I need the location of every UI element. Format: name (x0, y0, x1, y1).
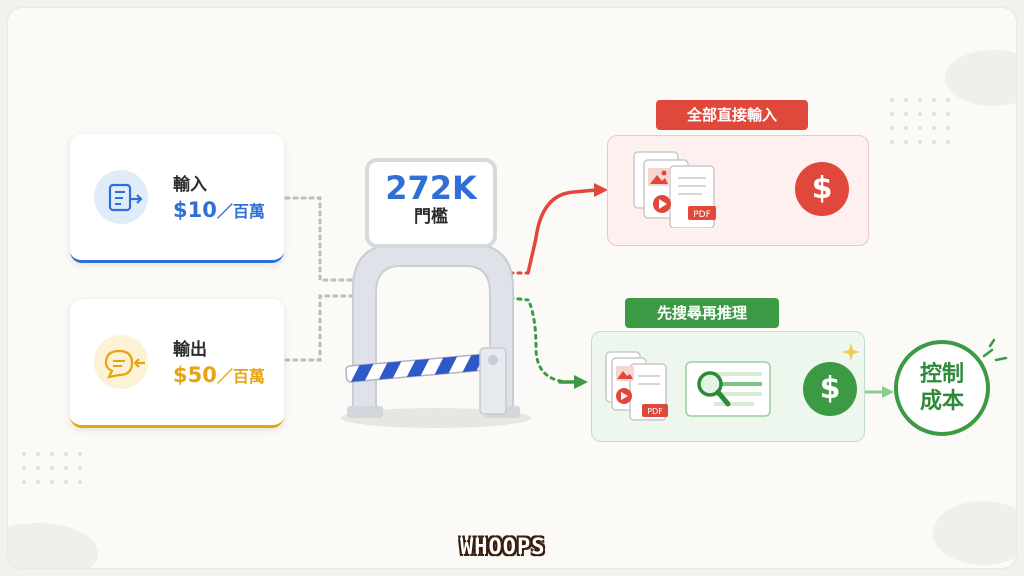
connector-layer (8, 50, 1016, 568)
play-icon (653, 195, 671, 213)
output-connector (284, 294, 355, 362)
file-stack-icon: PDF (605, 351, 668, 421)
input-price-card: 輸入 $10／百萬 (70, 134, 284, 263)
dollar-coin-icon: $ (803, 362, 857, 416)
input-label: 輸入 (173, 175, 207, 195)
result-line-1: 控制 (919, 362, 964, 387)
emphasis-lines-icon (982, 338, 1008, 362)
image-icon (616, 366, 634, 381)
cloud-decoration (8, 523, 98, 568)
boom-gate-icon (341, 243, 531, 428)
document-arrow-icon (94, 170, 148, 224)
threshold-value: 272K (385, 169, 477, 207)
dollar-coin-icon: $ (795, 162, 849, 216)
chat-arrow-icon (94, 335, 148, 389)
dot-grid-top-right (890, 98, 950, 144)
output-price-value: $50 (173, 363, 217, 387)
search-path-tag: 先搜尋再推理 (625, 298, 779, 328)
result-line-2: 成本 (919, 389, 964, 414)
input-connector (284, 196, 355, 282)
control-cost-badge: 控制 成本 (894, 340, 990, 436)
direct-path-arrow (526, 188, 598, 275)
pdf-badge: PDF (693, 210, 711, 220)
sparkle-icon (842, 343, 860, 361)
direct-path-tag: 全部直接輸入 (656, 100, 808, 130)
dot-grid-bottom-left (22, 452, 82, 484)
input-price-value: $10 (173, 198, 217, 222)
image-icon (648, 168, 670, 186)
pdf-icon (642, 404, 668, 417)
file-stack-icon: PDF (633, 151, 716, 228)
threshold-box: 272K 門檻 (365, 158, 497, 248)
output-label: 輸出 (173, 340, 207, 360)
pdf-icon (688, 206, 716, 220)
brand-logo: WHOOPS (460, 535, 546, 560)
output-price-card: 輸出 $50／百萬 (70, 299, 284, 428)
output-price-unit: ／百萬 (216, 367, 265, 386)
output-price: $50／百萬 (173, 363, 265, 387)
input-price-unit: ／百萬 (216, 202, 265, 221)
input-price: $10／百萬 (173, 198, 265, 222)
diagram-canvas: 輸入 $10／百萬 輸出 $50／百萬 272K 門檻 全部直接輸入 (8, 8, 1016, 568)
pdf-badge: PDF (647, 407, 663, 416)
magnifier-icon (697, 371, 731, 407)
play-icon (616, 388, 632, 404)
cloud-decoration (933, 501, 1016, 565)
threshold-label: 門檻 (414, 207, 448, 227)
cloud-decoration (945, 50, 1016, 106)
search-document-icon (685, 361, 771, 417)
